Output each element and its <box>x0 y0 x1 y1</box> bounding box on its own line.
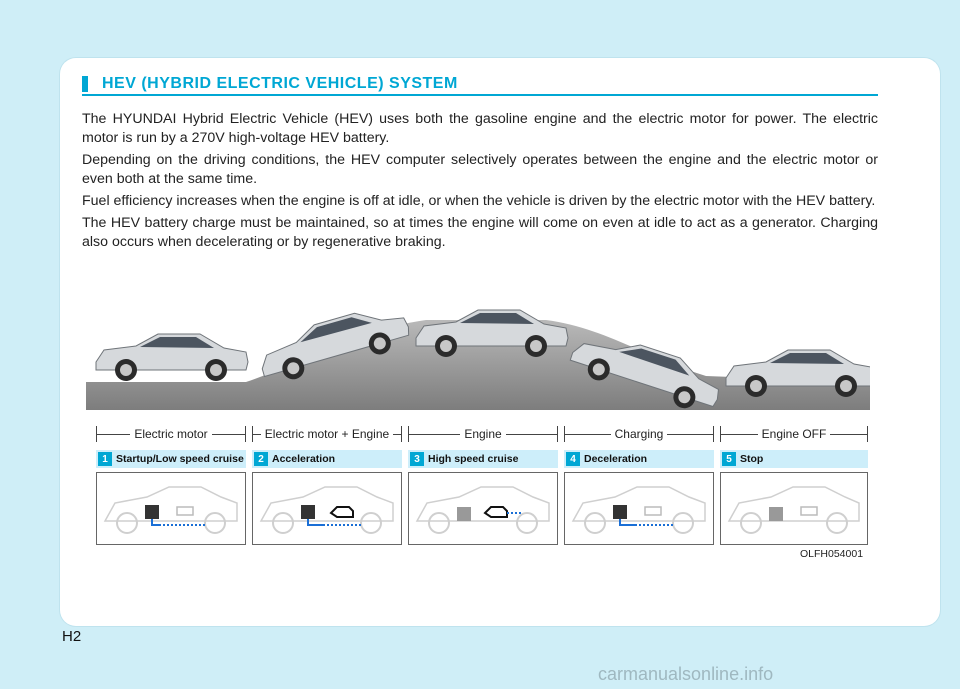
mode-engine-off: Engine OFF <box>720 424 868 444</box>
stage-number: 2 <box>254 452 268 466</box>
stage-label: Acceleration <box>272 453 336 465</box>
mode-electric-motor-engine: Electric motor + Engine <box>252 424 402 444</box>
stage-2: 2 Acceleration <box>252 450 402 468</box>
battery-icon <box>145 505 159 519</box>
stage-number: 3 <box>410 452 424 466</box>
section-title: HEV (HYBRID ELECTRIC VEHICLE) SYSTEM <box>102 75 458 92</box>
body-text: The HYUNDAI Hybrid Electric Vehicle (HEV… <box>82 110 878 255</box>
paragraph-1: The HYUNDAI Hybrid Electric Vehicle (HEV… <box>82 111 878 146</box>
engine-icon <box>329 506 354 518</box>
stage-number: 5 <box>722 452 736 466</box>
stage-label: Startup/Low speed cruise <box>116 453 244 465</box>
flow-panel-4 <box>564 472 714 545</box>
mode-electric-motor: Electric motor <box>96 424 246 444</box>
watermark: carmanualsonline.info <box>598 664 774 684</box>
battery-icon <box>769 507 783 521</box>
stage-label: High speed cruise <box>428 453 519 465</box>
battery-icon <box>613 505 627 519</box>
hill-driving-illustration <box>86 299 870 410</box>
flow-panel-5 <box>720 472 868 545</box>
battery-icon <box>457 507 471 521</box>
flow-panel-1 <box>96 472 246 545</box>
page-number: H2 <box>62 628 82 645</box>
engine-icon <box>176 506 194 516</box>
engine-icon <box>483 506 508 518</box>
stage-5: 5 Stop <box>720 450 868 468</box>
mode-engine: Engine <box>408 424 558 444</box>
engine-icon <box>800 506 818 516</box>
power-flow-diagram-3 <box>415 486 550 534</box>
stage-1: 1 Startup/Low speed cruise <box>96 450 246 468</box>
battery-icon <box>301 505 315 519</box>
paragraph-4: The HEV battery charge must be maintaine… <box>82 215 878 250</box>
figure-code: OLFH054001 <box>800 548 864 560</box>
stage-label: Deceleration <box>584 453 648 465</box>
stage-number: 1 <box>98 452 112 466</box>
drive-modes-row: Electric motor Electric motor + Engine E… <box>96 424 868 448</box>
paragraph-2: Depending on the driving conditions, the… <box>82 152 878 187</box>
car-1 <box>95 333 249 382</box>
stages-row: 1 Startup/Low speed cruise 2 Acceleratio… <box>96 450 868 470</box>
stage-3: 3 High speed cruise <box>408 450 558 468</box>
paragraph-3: Fuel efficiency increases when the engin… <box>82 193 876 209</box>
power-flow-diagram-1 <box>103 486 238 534</box>
section-title-bar: HEV (HYBRID ELECTRIC VEHICLE) SYSTEM <box>82 75 878 96</box>
flow-panel-3 <box>408 472 558 545</box>
mode-charging: Charging <box>564 424 714 444</box>
power-flow-diagram-2 <box>259 486 394 534</box>
flow-panel-2 <box>252 472 402 545</box>
engine-icon <box>644 506 662 516</box>
power-flow-diagram-5 <box>727 486 860 534</box>
stage-4: 4 Deceleration <box>564 450 714 468</box>
stage-label: Stop <box>740 453 764 465</box>
stage-number: 4 <box>566 452 580 466</box>
power-flow-diagram-4 <box>571 486 706 534</box>
title-accent-mark <box>82 76 88 92</box>
